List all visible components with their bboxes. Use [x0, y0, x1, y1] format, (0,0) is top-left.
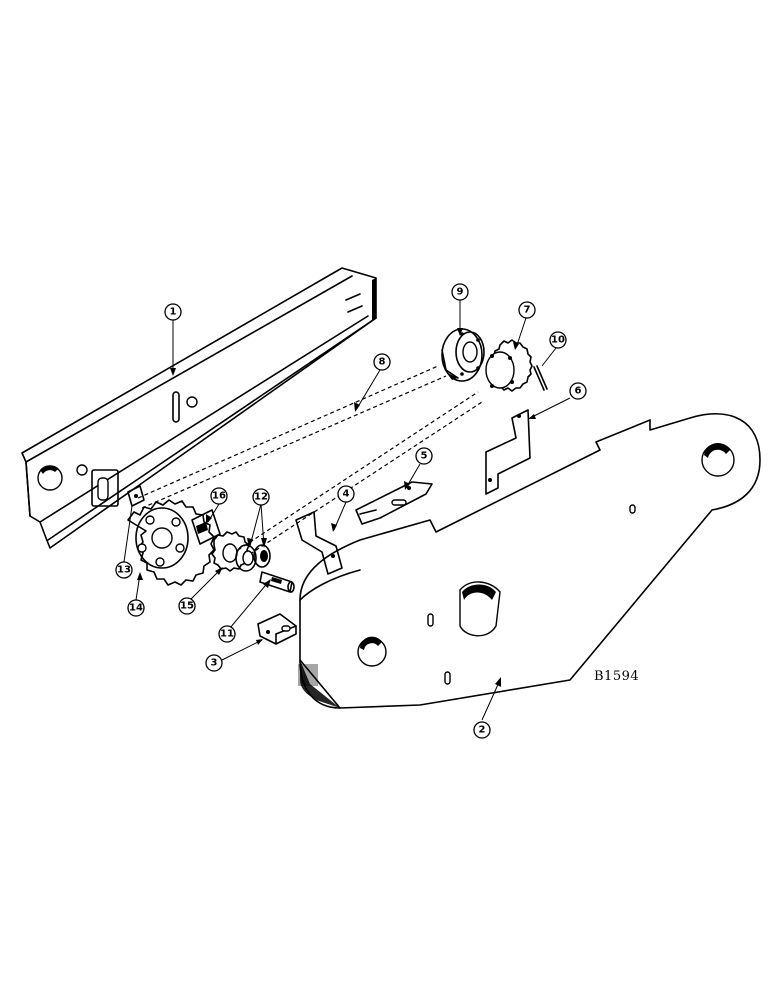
callout-13: 13: [115, 561, 133, 579]
leader-lines: [123, 300, 571, 721]
upper-sprocket-part-7: [485, 339, 533, 392]
frame-channel-part-1: [21, 267, 377, 549]
callout-label: 11: [220, 629, 234, 640]
bracket-part-4: [295, 511, 343, 575]
callout-label: 3: [211, 658, 218, 669]
callout-14: 14: [127, 599, 145, 617]
callout-label: 13: [117, 565, 131, 576]
reference-code: B1594: [594, 669, 639, 684]
callout-6: 6: [569, 382, 587, 400]
callout-label: 5: [421, 451, 428, 462]
callout-label: 12: [254, 492, 268, 503]
callout-label: 16: [212, 491, 226, 502]
callout-label: 1: [170, 307, 177, 318]
callout-8: 8: [373, 353, 391, 371]
chain-guard-part-2: [298, 413, 761, 709]
callout-10: 10: [549, 331, 567, 349]
callout-4: 4: [337, 485, 355, 503]
callout-label: 2: [479, 725, 486, 736]
large-sprocket-part-14: [127, 499, 215, 586]
small-sprocket-part-15: [211, 531, 250, 572]
callout-label: 10: [551, 335, 565, 346]
callout-label: 8: [379, 357, 386, 368]
angle-bracket-part-3: [257, 613, 297, 645]
callout-12: 12: [252, 488, 270, 506]
collar-part-12: [235, 544, 271, 572]
callout-9: 9: [451, 283, 469, 301]
callout-label: 15: [180, 601, 194, 612]
drive-chain-part-8: [137, 365, 483, 559]
callout-7: 7: [518, 301, 536, 319]
z-bracket-part-6: [485, 409, 531, 495]
callout-label: 6: [575, 386, 582, 397]
callout-label: 14: [129, 603, 143, 614]
callout-label: 4: [343, 489, 350, 500]
pin-part-10: [533, 365, 548, 391]
callout-2: 2: [473, 721, 491, 739]
callout-3: 3: [205, 654, 223, 672]
callout-11: 11: [218, 625, 236, 643]
callout-label: 9: [457, 287, 464, 298]
callout-16: 16: [210, 487, 228, 505]
callout-15: 15: [178, 597, 196, 615]
hub-part-9: [441, 328, 485, 382]
callout-label: 7: [524, 305, 531, 316]
shaft-part-11: [259, 571, 295, 593]
callout-1: 1: [164, 303, 182, 321]
callout-5: 5: [415, 447, 433, 465]
small-plate-part-13: [127, 485, 145, 507]
hub-part-16: [191, 509, 221, 545]
bracket-part-5: [355, 481, 433, 525]
